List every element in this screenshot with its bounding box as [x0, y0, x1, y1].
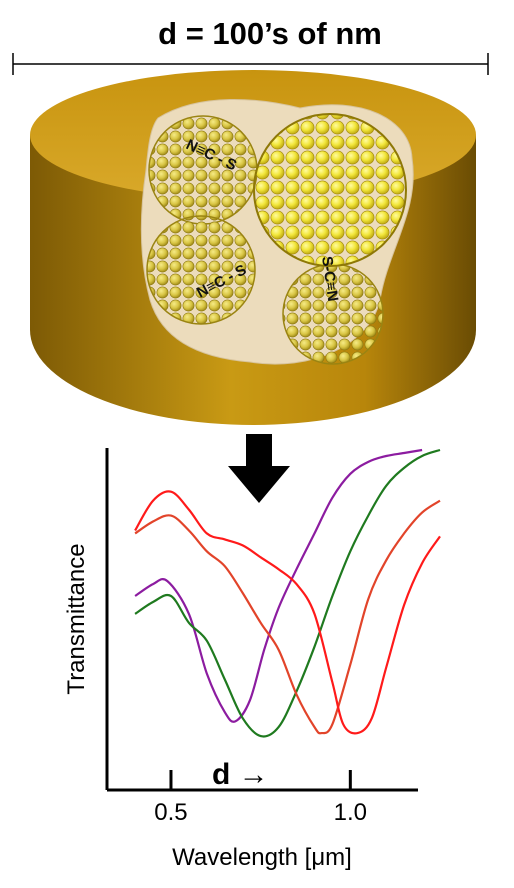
y-axis-label: Transmittance	[63, 543, 90, 694]
series-line-1	[134, 448, 423, 723]
down-arrow-head	[228, 466, 290, 503]
diameter-indicator: d = 100’s of nm	[12, 16, 489, 75]
gold-disk	[30, 70, 476, 425]
nanoparticle-large-shade	[253, 113, 407, 267]
nanoparticle-top-left	[149, 116, 257, 224]
down-arrow-shaft	[246, 434, 272, 466]
x-tick-label-2: 1.0	[334, 799, 367, 826]
down-arrow	[228, 434, 290, 503]
series-line-2	[134, 448, 441, 738]
d-increase-annotation: d →	[212, 758, 269, 791]
x-axis-label: Wavelength [μm]	[172, 844, 352, 871]
x-tick-label-1: 0.5	[154, 799, 187, 826]
nanoparticles	[146, 113, 407, 365]
nanoparticle-bottom-left	[147, 216, 255, 324]
series-line-4	[134, 490, 441, 735]
diameter-title: d = 100’s of nm	[158, 16, 382, 51]
nanoparticle-bottom-left-shade	[146, 215, 256, 325]
series-line-3	[134, 499, 441, 735]
ligand-label-right: S-C≡N	[318, 255, 341, 302]
transmittance-chart: 0.5 1.0 Transmittance Wavelength [μm] d →	[63, 448, 441, 871]
nanoparticle-large	[254, 114, 406, 266]
nanoparticle-bottom-right	[283, 264, 383, 364]
